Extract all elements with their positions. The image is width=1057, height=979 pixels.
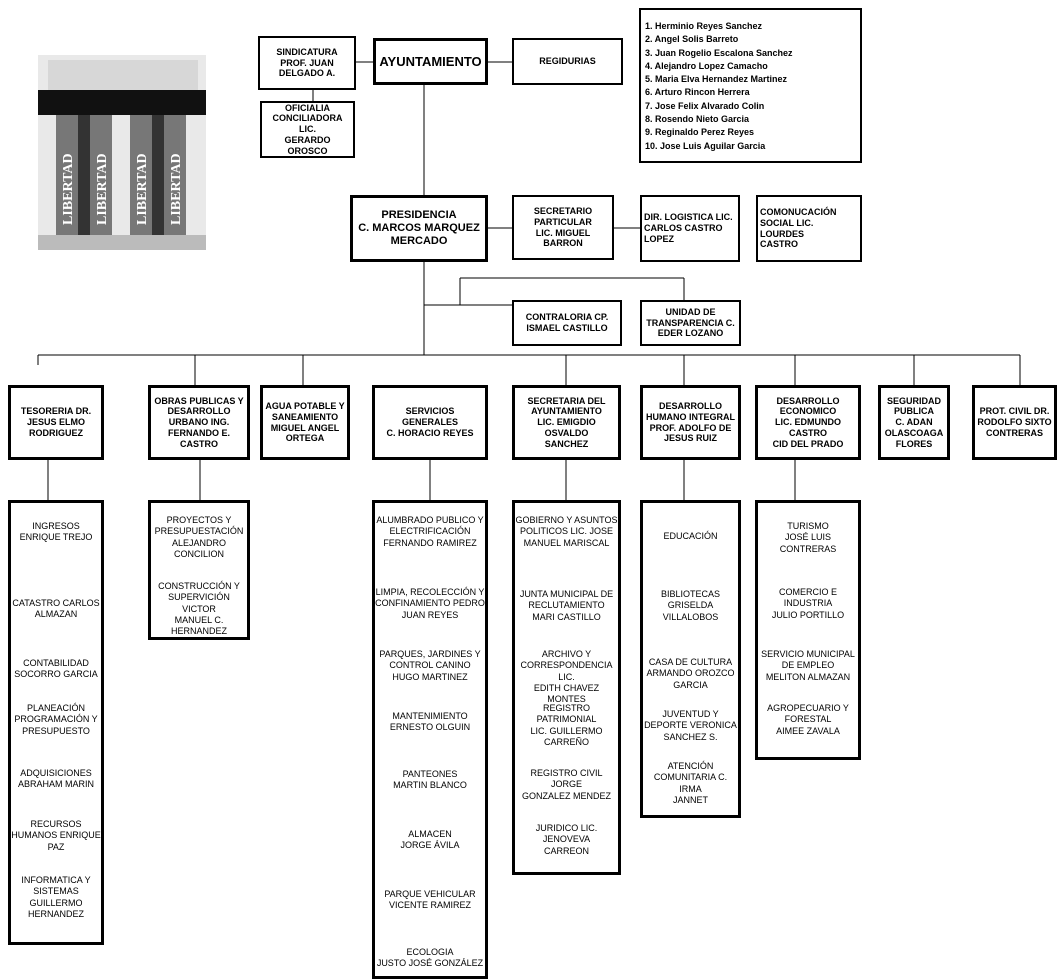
subunit-item: SERVICIO MUNICIPAL DE EMPLEO MELITON ALM… xyxy=(761,649,855,682)
municipal-seal-logo: LIBERTAD LIBERTAD LIBERTAD LIBERTAD xyxy=(38,55,206,250)
regidor-item: 10. Jose Luis Aguilar Garcia xyxy=(645,140,766,151)
subunit-item: CONSTRUCCIÓN Y SUPERVICIÓN VICTOR MANUEL… xyxy=(158,581,240,636)
regidor-item: 2. Angel Solis Barreto xyxy=(645,34,739,45)
subunit-item: JURIDICO LIC. JENOVEVA CARREON xyxy=(535,823,598,856)
svg-text:LIBERTAD: LIBERTAD xyxy=(169,153,184,225)
secretaria-subunits: GOBIERNO Y ASUNTOS POLITICOS LIC. JOSE M… xyxy=(512,500,621,875)
subunit-item: ADQUISICIONES ABRAHAM MARIN xyxy=(17,768,94,790)
subunit-item: GOBIERNO Y ASUNTOS POLITICOS LIC. JOSE M… xyxy=(515,515,618,548)
subunit-item: AGROPECUARIO Y FORESTAL AIMEE ZAVALA xyxy=(767,703,849,736)
subunit-item: JUVENTUD Y DEPORTE VERONICA SANCHEZ S. xyxy=(644,709,737,742)
regidor-item: 7. Jose Felix Alvarado Colin xyxy=(645,100,765,111)
svg-text:LIBERTAD: LIBERTAD xyxy=(135,153,150,225)
regidor-item: 4. Alejandro Lopez Camacho xyxy=(645,60,768,71)
subunit-item: BIBLIOTECAS GRISELDA VILLALOBOS xyxy=(660,589,721,622)
department-obras-publicas: OBRAS PUBLICAS Y DESARROLLO URBANO ING. … xyxy=(148,385,250,460)
subunit-item: CONTABILIDAD SOCORRO GARCIA xyxy=(14,658,98,680)
subunit-item: RECURSOS HUMANOS ENRIQUE PAZ xyxy=(11,819,101,852)
subunit-item: ALUMBRADO PUBLICO Y ELECTRIFICACIÓN FERN… xyxy=(376,515,484,548)
subunit-item: PANTEONES MARTIN BLANCO xyxy=(393,769,467,791)
department-proteccion-civil: PROT. CIVIL DR. RODOLFO SIXTO CONTRERAS xyxy=(972,385,1057,460)
subunit-item: JUNTA MUNICIPAL DE RECLUTAMIENTO MARI CA… xyxy=(519,589,614,622)
comunicacion-social-box: COMONUCACIÓN SOCIAL LIC. LOURDES CASTRO xyxy=(756,195,862,262)
subunit-item: MANTENIMIENTO ERNESTO OLGUIN xyxy=(389,711,471,733)
regidurias-box: REGIDURIAS xyxy=(512,38,623,85)
subunit-item: PARQUES, JARDINES Y CONTROL CANINO HUGO … xyxy=(379,649,481,682)
subunit-item: PLANEACIÓN PROGRAMACIÓN Y PRESUPUESTO xyxy=(14,703,98,736)
department-seguridad-publica: SEGURIDAD PUBLICA C. ADAN OLASCOAGA FLOR… xyxy=(878,385,950,460)
subunit-item: CASA DE CULTURA ARMANDO OROZCO GARCIA xyxy=(646,657,735,690)
subunit-item: REGISTRO CIVIL JORGE GONZALEZ MENDEZ xyxy=(521,768,611,801)
servicios-generales-subunits: ALUMBRADO PUBLICO Y ELECTRIFICACIÓN FERN… xyxy=(372,500,488,979)
obras-subunits: PROYECTOS Y PRESUPUESTACIÓN ALEJANDRO CO… xyxy=(148,500,250,640)
tesoreria-subunits: INGRESOS ENRIQUE TREJO CATASTRO CARLOS A… xyxy=(8,500,104,945)
subunit-item: LIMPIA, RECOLECCIÓN Y CONFINAMIENTO PEDR… xyxy=(375,587,485,620)
department-desarrollo-economico: DESARROLLO ECONOMICO LIC. EDMUNDO CASTRO… xyxy=(755,385,861,460)
regidor-item: 1. Herminio Reyes Sanchez xyxy=(645,21,763,31)
subunit-item: EDUCACIÓN xyxy=(663,531,718,541)
subunit-item: ATENCIÓN COMUNITARIA C. IRMA JANNET xyxy=(653,761,728,805)
svg-text:LIBERTAD: LIBERTAD xyxy=(95,153,110,225)
contraloria-box: CONTRALORIA CP. ISMAEL CASTILLO xyxy=(512,300,622,346)
department-agua-potable: AGUA POTABLE Y SANEAMIENTO MIGUEL ANGEL … xyxy=(260,385,350,460)
department-tesoreria: TESORERIA DR. JESUS ELMO RODRIGUEZ xyxy=(8,385,104,460)
subunit-item: PARQUE VEHICULAR VICENTE RAMIREZ xyxy=(384,889,476,911)
sindicatura-box: SINDICATURA PROF. JUAN DELGADO A. xyxy=(258,36,356,90)
department-desarrollo-humano: DESARROLLO HUMANO INTEGRAL PROF. ADOLFO … xyxy=(640,385,741,460)
secretario-particular-box: SECRETARIO PARTICULAR LIC. MIGUEL BARRON xyxy=(512,195,614,260)
svg-text:LIBERTAD: LIBERTAD xyxy=(61,153,76,225)
subunit-item: ARCHIVO Y CORRESPONDENCIA LIC. EDITH CHA… xyxy=(520,649,613,704)
desarrollo-economico-subunits: TURISMO JOSÉ LUIS CONTRERAS COMERCIO E I… xyxy=(755,500,861,760)
subunit-item: INFORMATICA Y SISTEMAS GUILLERMO HERNAND… xyxy=(21,875,91,919)
department-secretaria-ayuntamiento: SECRETARIA DEL AYUNTAMIENTO LIC. EMIGDIO… xyxy=(512,385,621,460)
subunit-item: PROYECTOS Y PRESUPUESTACIÓN ALEJANDRO CO… xyxy=(154,515,244,559)
regidor-item: 5. Maria Elva Hernandez Martinez xyxy=(645,74,788,85)
subunit-item: ALMACEN JORGE ÁVILA xyxy=(400,829,460,851)
subunit-item: CATASTRO CARLOS ALMAZAN xyxy=(12,598,100,620)
subunit-item: INGRESOS ENRIQUE TREJO xyxy=(19,521,93,543)
regidor-item: 3. Juan Rogelio Escalona Sanchez xyxy=(645,47,793,58)
regidor-item: 8. Rosendo Nieto Garcia xyxy=(645,114,750,125)
presidencia-box: PRESIDENCIA C. MARCOS MARQUEZ MERCADO xyxy=(350,195,488,262)
desarrollo-humano-subunits: EDUCACIÓN BIBLIOTECAS GRISELDA VILLALOBO… xyxy=(640,500,741,818)
subunit-item: REGISTRO PATRIMONIAL LIC. GUILLERMO CARR… xyxy=(530,703,603,747)
department-servicios-generales: SERVICIOS GENERALES C. HORACIO REYES xyxy=(372,385,488,460)
ayuntamiento-box: AYUNTAMIENTO xyxy=(373,38,488,85)
regidor-item: 6. Arturo Rincon Herrera xyxy=(645,87,750,98)
oficialia-box: OFICIALIA CONCILIADORA LIC. GERARDO OROS… xyxy=(260,101,355,158)
regidor-item: 9. Reginaldo Perez Reyes xyxy=(645,127,755,138)
subunit-item: TURISMO JOSÉ LUIS CONTRERAS xyxy=(779,521,837,554)
subunit-item: ECOLOGIA JUSTO JOSÉ GONZÁLEZ xyxy=(376,947,484,969)
dir-logistica-box: DIR. LOGISTICA LIC. CARLOS CASTRO LOPEZ xyxy=(640,195,740,262)
transparencia-box: UNIDAD DE TRANSPARENCIA C. EDER LOZANO xyxy=(640,300,741,346)
subunit-item: COMERCIO E INDUSTRIA JULIO PORTILLO xyxy=(771,587,845,620)
regidores-list: 1. Herminio Reyes Sanchez 2. Angel Solis… xyxy=(639,8,862,163)
